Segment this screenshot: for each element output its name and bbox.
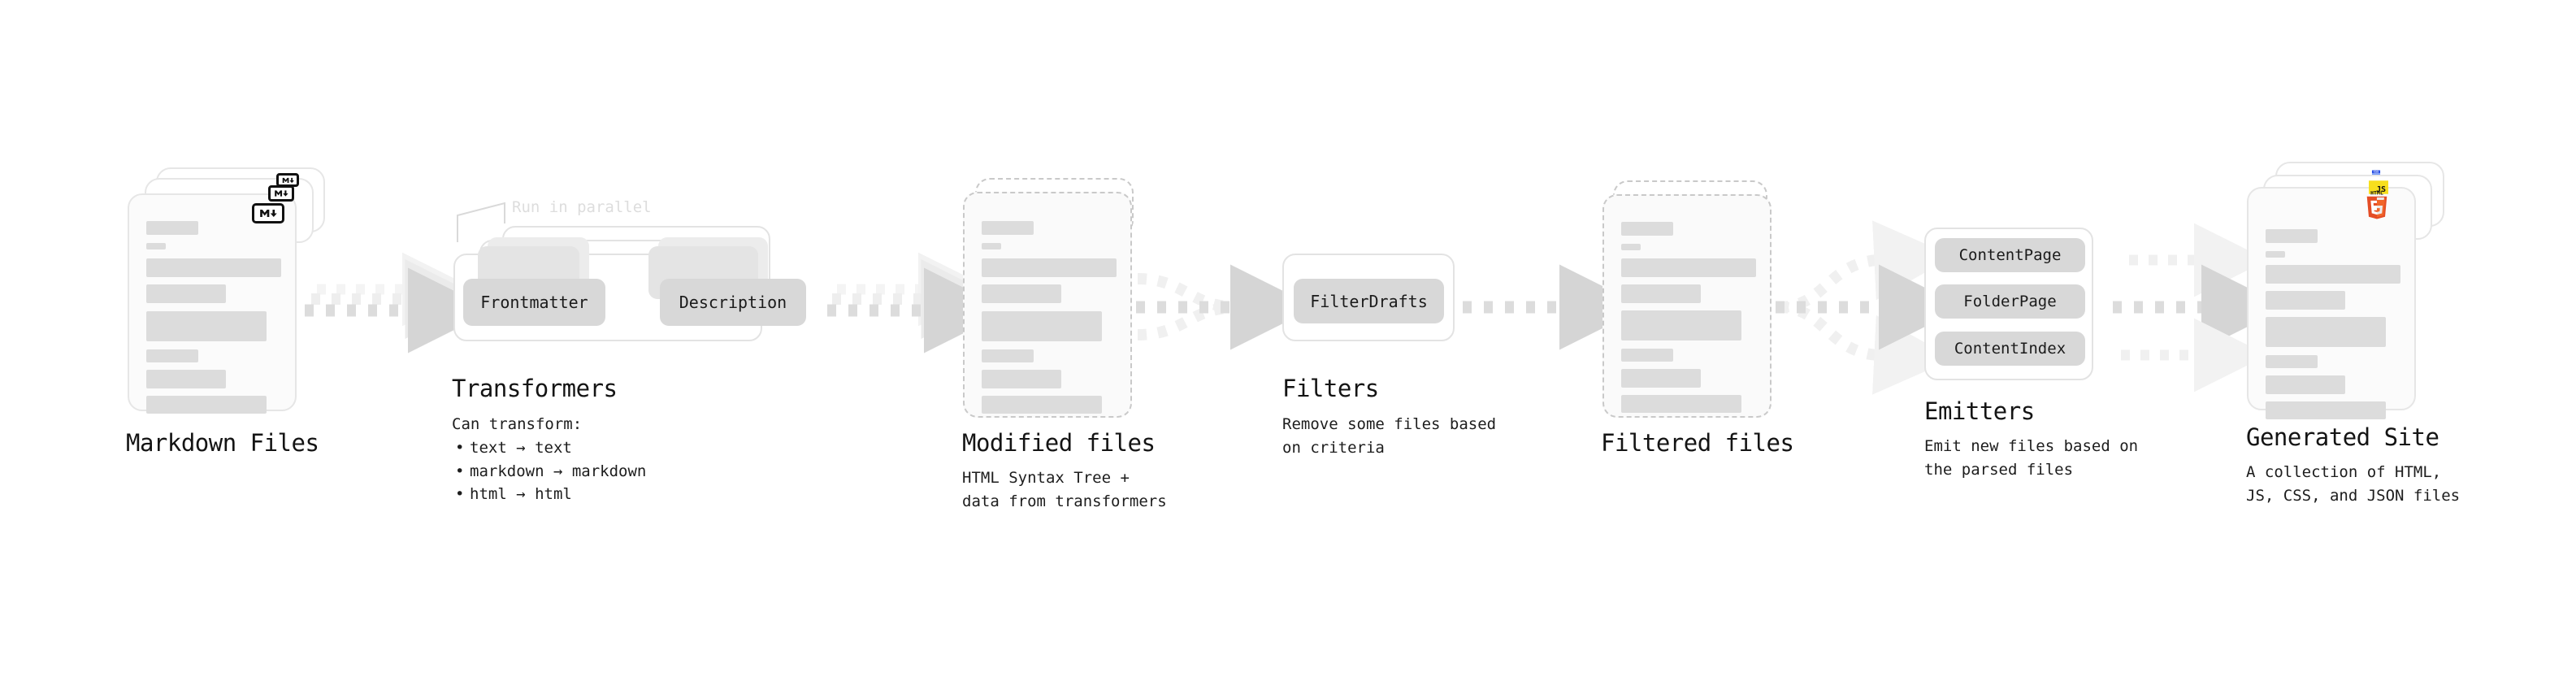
skeleton-line bbox=[982, 311, 1102, 341]
skeleton-line bbox=[2266, 265, 2400, 284]
skeleton-line bbox=[2266, 375, 2345, 394]
emitter-chip-contentpage[interactable]: ContentPage bbox=[1935, 238, 2085, 272]
skeleton-line bbox=[146, 311, 267, 341]
filter-chip-filterdrafts[interactable]: FilterDrafts bbox=[1294, 279, 1444, 323]
stage-title-markdown-files: Markdown Files bbox=[126, 429, 319, 457]
skeleton-line bbox=[2266, 229, 2318, 243]
skeleton-line bbox=[1621, 310, 1741, 340]
svg-text:JS: JS bbox=[2376, 185, 2386, 194]
skeleton-line bbox=[982, 221, 1034, 235]
skeleton-line bbox=[146, 243, 166, 249]
skeleton-line bbox=[1621, 284, 1701, 303]
skeleton-line bbox=[982, 370, 1061, 388]
skeleton-line bbox=[1621, 395, 1741, 413]
stage-title-modified-files: Modified files bbox=[962, 429, 1156, 457]
filtered-file-front bbox=[1602, 194, 1772, 418]
skeleton-line bbox=[982, 243, 1001, 249]
skeleton-line bbox=[146, 370, 226, 388]
transformer-chip-description[interactable]: Description bbox=[660, 279, 806, 326]
skeleton-line bbox=[982, 349, 1034, 362]
connector-markdown-to-transformers bbox=[305, 252, 493, 354]
emitters-desc: Emit new files based on the parsed files bbox=[1924, 437, 2139, 479]
modified-file-front bbox=[963, 192, 1132, 418]
filters-desc: Remove some files based on criteria bbox=[1282, 415, 1497, 457]
emitter-chip-folderpage[interactable]: FolderPage bbox=[1935, 284, 2085, 319]
skeleton-line bbox=[2266, 291, 2345, 310]
connector-modified-to-filters bbox=[1136, 264, 1316, 350]
skeleton-line bbox=[982, 258, 1117, 277]
transformers-desc: Can transform: bbox=[452, 415, 583, 433]
skeleton-line bbox=[1621, 369, 1701, 388]
connector-transformers-to-modified bbox=[827, 252, 1009, 354]
css3-icon: CSS bbox=[2369, 165, 2383, 180]
markdown-icon bbox=[252, 203, 284, 223]
transformer-chip-frontmatter[interactable]: Frontmatter bbox=[463, 279, 605, 326]
skeleton-line bbox=[982, 396, 1102, 414]
stage-title-filters: Filters bbox=[1282, 375, 1379, 402]
skeleton-line bbox=[1621, 349, 1673, 362]
skeleton-line bbox=[146, 258, 281, 277]
skeleton-line bbox=[146, 349, 198, 362]
stage-title-transformers: Transformers bbox=[452, 375, 618, 402]
html5-icon: HTML bbox=[2363, 190, 2391, 228]
skeleton-line bbox=[1621, 244, 1641, 250]
transform-bullet: markdown → markdown bbox=[455, 460, 646, 484]
stage-title-filtered-files: Filtered files bbox=[1601, 429, 1794, 457]
svg-text:CSS: CSS bbox=[2374, 171, 2379, 174]
skeleton-line bbox=[982, 284, 1061, 303]
skeleton-line bbox=[146, 284, 226, 303]
connector-emitters-to-site bbox=[2113, 223, 2287, 393]
skeleton-line bbox=[2266, 401, 2386, 419]
connector-filtered-to-emitters bbox=[1776, 220, 1964, 395]
skeleton-line bbox=[2266, 317, 2386, 347]
svg-text:HTML: HTML bbox=[2370, 190, 2383, 197]
generated-file-front bbox=[2247, 187, 2416, 419]
transformers-bullets: text → text markdown → markdown html → h… bbox=[452, 436, 646, 506]
js-icon: JS bbox=[2369, 180, 2388, 197]
stage-title-emitters: Emitters bbox=[1924, 397, 2035, 425]
generated-site-desc: A collection of HTML, JS, CSS, and JSON … bbox=[2246, 463, 2461, 505]
emitter-chip-contentindex[interactable]: ContentIndex bbox=[1935, 332, 2085, 366]
markdown-icon bbox=[268, 185, 294, 202]
stage-title-generated-site: Generated Site bbox=[2246, 423, 2439, 451]
modified-files-desc: HTML Syntax Tree + data from transformer… bbox=[962, 469, 1167, 510]
parallel-callout-bracket bbox=[457, 202, 505, 242]
transform-bullet: html → html bbox=[455, 483, 646, 506]
skeleton-line bbox=[1621, 222, 1673, 236]
skeleton-line bbox=[1621, 258, 1756, 277]
skeleton-line bbox=[146, 396, 267, 414]
skeleton-line bbox=[2266, 355, 2318, 368]
markdown-file-front bbox=[128, 193, 297, 414]
skeleton-line bbox=[146, 221, 198, 235]
skeleton-line bbox=[2266, 251, 2285, 258]
transform-bullet: text → text bbox=[455, 436, 646, 460]
run-in-parallel-label: Run in parallel bbox=[512, 198, 652, 216]
